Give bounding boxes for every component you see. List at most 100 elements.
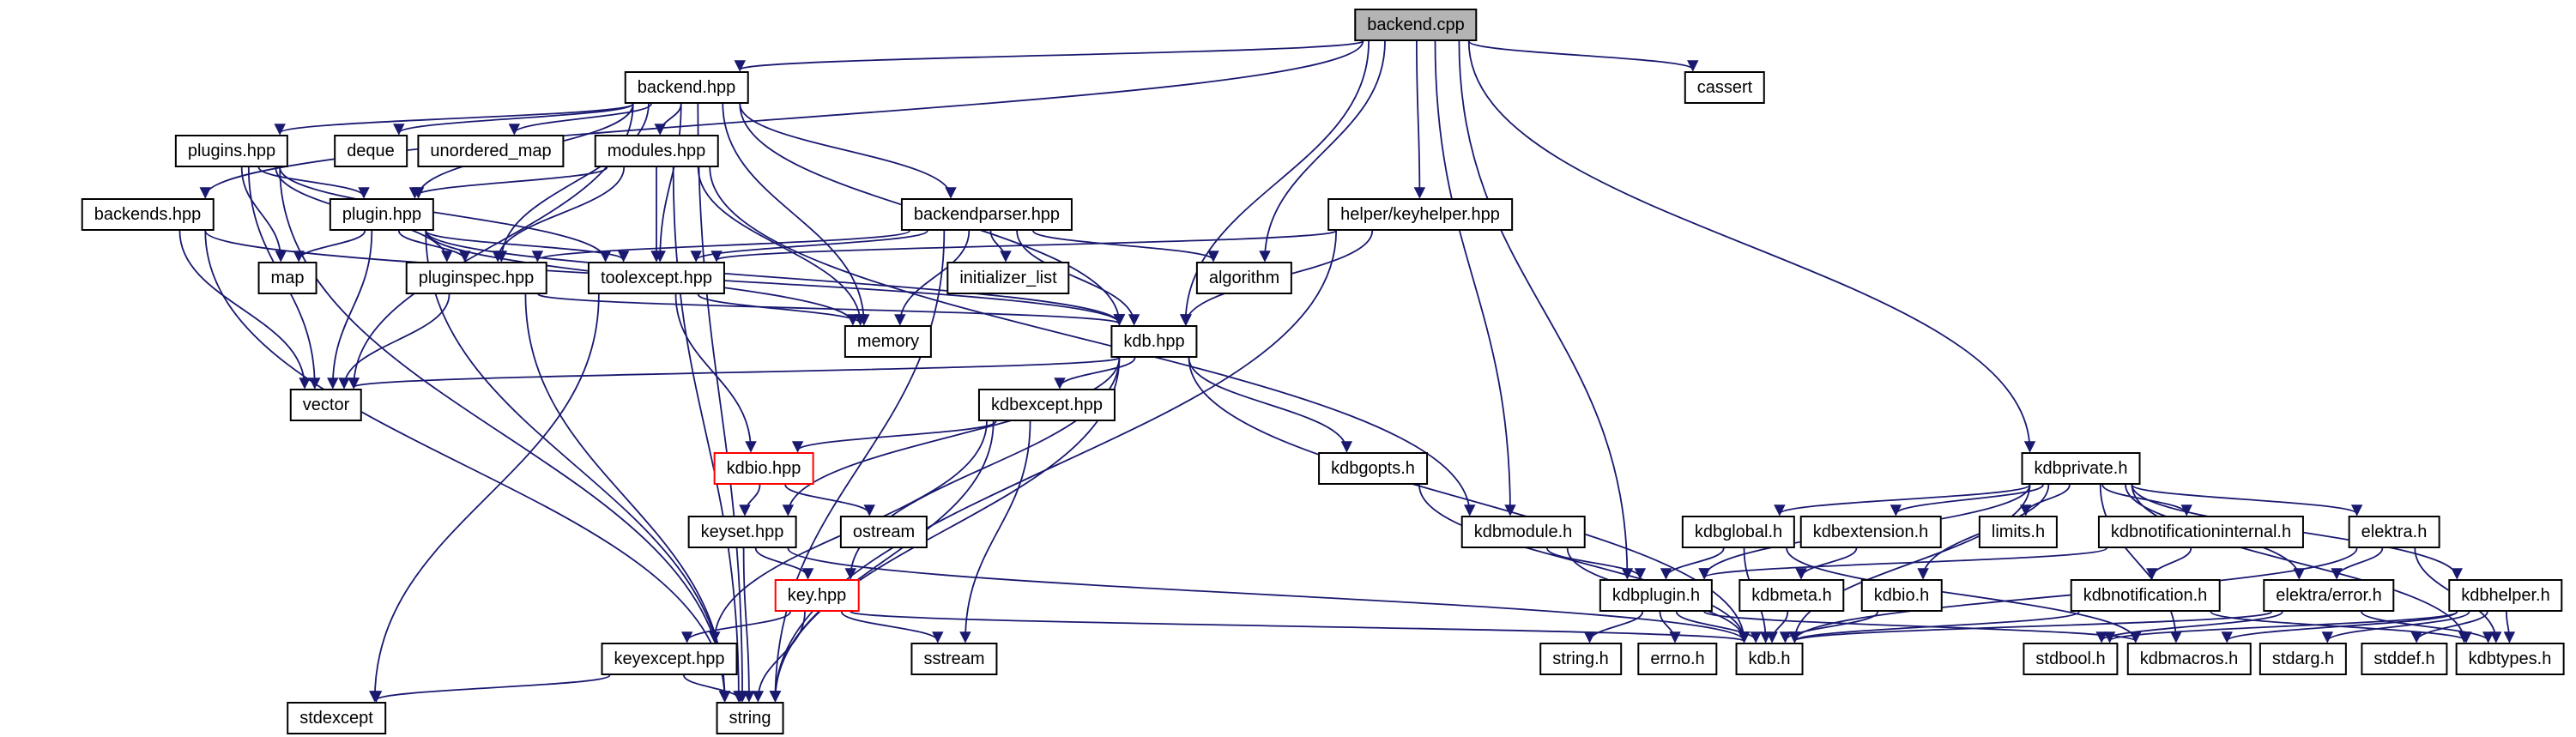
graph-node-keyexcept-hpp[interactable]: keyexcept.hpp — [601, 643, 738, 675]
edge-kdbhelper_h-to-stddef_h — [2410, 611, 2488, 643]
graph-node-helper-keyhelper-hpp[interactable]: helper/keyhelper.hpp — [1327, 198, 1513, 231]
graph-node-backend-cpp: backend.cpp — [1354, 9, 1478, 41]
edge-modules_hpp-to-pluginspec_hpp — [492, 166, 626, 263]
graph-node-backendparser-hpp[interactable]: backendparser.hpp — [900, 198, 1073, 231]
graph-node-kdbprivate-h[interactable]: kdbprivate.h — [2021, 452, 2141, 485]
edge-kdb_hpp-to-keyset_hpp — [782, 357, 1121, 517]
graph-node-elektra-error-h[interactable]: elektra/error.h — [2263, 579, 2395, 612]
graph-node-sstream: sstream — [910, 643, 998, 675]
graph-node-kdbtypes-h[interactable]: kdbtypes.h — [2455, 643, 2565, 675]
graph-node-plugin-hpp[interactable]: plugin.hpp — [329, 198, 435, 231]
edge-kdbglobal_h-to-kdbmacros_h — [1786, 547, 2142, 643]
edge-kdbplugin_h-to-kdbmacros_h — [1703, 611, 2142, 643]
graph-node-pluginspec-hpp[interactable]: pluginspec.hpp — [405, 262, 547, 294]
graph-node-kdbexcept-hpp[interactable]: kdbexcept.hpp — [977, 389, 1116, 421]
edge-kdbprivate_h-to-kdbtypes_h — [2131, 484, 2470, 643]
graph-node-kdbmeta-h[interactable]: kdbmeta.h — [1738, 579, 1845, 612]
edge-modules_hpp-to-plugin_hpp — [408, 166, 608, 199]
edge-keyhelper_hpp-to-string — [769, 230, 1338, 703]
edge-elektra_error_h-to-kdbtypes_h — [2361, 611, 2494, 643]
edge-kdbprivate_h-to-kdbglobal_h — [1774, 484, 2031, 517]
graph-node-kdbmodule-h[interactable]: kdbmodule.h — [1460, 516, 1586, 548]
edge-pluginspec_hpp-to-string — [524, 293, 731, 703]
edge-toolexcept_hpp-to-stdexcept — [369, 293, 600, 703]
edge-kdbprivate_h-to-kdbmacros_h — [2099, 484, 2182, 643]
edge-kdbprivate_h-to-elektra_h — [2131, 484, 2363, 517]
edge-backend_hpp-to-pluginspec_hpp — [495, 103, 650, 263]
edge-backend_cpp-to-kdbmodule_h — [1434, 40, 1516, 517]
graph-node-elektra-h[interactable]: elektra.h — [2348, 516, 2440, 548]
graph-node-kdbio-h[interactable]: kdbio.h — [1860, 579, 1943, 612]
edge-kdbexcept_hpp-to-kdbio_hpp — [792, 420, 997, 453]
graph-node-memory: memory — [844, 325, 933, 358]
edge-kdbexcept_hpp-to-string — [769, 420, 995, 703]
graph-node-string: string — [716, 702, 784, 734]
edge-key_hpp-to-string — [752, 611, 806, 703]
edge-kdbhelper_h-to-stdbool_h — [2104, 611, 2458, 643]
edge-kdbgopts_h-to-kdb_h — [1418, 484, 1751, 643]
edge-backend_cpp-to-cassert — [1467, 40, 1699, 72]
edge-kdb_hpp-to-kdbexcept_hpp — [1054, 357, 1136, 390]
graph-node-key-hpp[interactable]: key.hpp — [774, 579, 860, 612]
edge-key_hpp-to-keyexcept_hpp — [680, 611, 791, 643]
edge-kdb_hpp-to-kdbgopts_h — [1188, 357, 1353, 453]
edge-plugin_hpp-to-string — [425, 230, 731, 703]
graph-node-kdbio-hpp[interactable]: kdbio.hpp — [713, 452, 814, 485]
graph-node-initializer-list: initializer_list — [946, 262, 1070, 294]
graph-node-stdarg-h: stdarg.h — [2259, 643, 2348, 675]
graph-node-plugins-hpp[interactable]: plugins.hpp — [174, 135, 289, 167]
edge-kdbnotification_h-to-kdb_h — [1788, 611, 2080, 643]
edge-backendparser_hpp-to-pluginspec_hpp — [531, 230, 910, 263]
edge-kdbprivate_h-to-limits_h — [2020, 484, 2071, 517]
edge-keyset_hpp-to-kdb_h — [787, 547, 1751, 643]
graph-node-kdbmacros-h[interactable]: kdbmacros.h — [2126, 643, 2252, 675]
edge-backend_hpp-to-plugins_hpp — [274, 103, 634, 136]
edge-backend_hpp-to-string — [697, 103, 748, 703]
edge-backendparser_hpp-to-toolexcept_hpp — [690, 230, 928, 263]
graph-node-kdbhelper-h[interactable]: kdbhelper.h — [2448, 579, 2563, 612]
graph-node-stdexcept: stdexcept — [287, 702, 386, 734]
edge-kdb_hpp-to-vector — [348, 357, 1121, 390]
graph-node-stdbool-h: stdbool.h — [2023, 643, 2119, 675]
edge-kdbmeta_h-to-kdb_h — [1766, 611, 1789, 643]
graph-node-errno-h: errno.h — [1637, 643, 1718, 675]
graph-node-backend-hpp[interactable]: backend.hpp — [624, 71, 749, 104]
graph-node-kdbgopts-h[interactable]: kdbgopts.h — [1318, 452, 1428, 485]
edge-kdbexcept_hpp-to-sstream — [959, 420, 1031, 643]
graph-node-kdbglobal-h[interactable]: kdbglobal.h — [1681, 516, 1796, 548]
edge-kdbnotificationinternal_h-to-kdbplugin_h — [1698, 547, 2107, 580]
graph-node-kdbextension-h[interactable]: kdbextension.h — [1799, 516, 1942, 548]
graph-node-deque: deque — [334, 135, 408, 167]
graph-node-kdbnotification-h[interactable]: kdbnotification.h — [2070, 579, 2221, 612]
edge-backend_cpp-to-keyhelper_hpp — [1413, 40, 1426, 199]
edge-backend_hpp-to-backendparser_hpp — [739, 103, 957, 199]
edge-elektra_error_h-to-kdb_h — [1789, 611, 2273, 643]
edge-modules_hpp-to-kdbmodule_h — [709, 166, 1476, 517]
graph-node-kdb-hpp[interactable]: kdb.hpp — [1110, 325, 1198, 358]
edge-toolexcept_hpp-to-memory — [697, 293, 867, 326]
edge-kdbmodule_h-to-kdbplugin_h — [1546, 547, 1647, 580]
edge-keyset_hpp-to-string — [742, 547, 755, 703]
graph-node-kdb-h[interactable]: kdb.h — [1735, 643, 1804, 675]
edge-backendparser_hpp-to-algorithm — [1032, 230, 1219, 263]
edge-elektra_h-to-elektra_error_h — [2331, 547, 2384, 580]
edge-plugin_hpp-to-map — [293, 230, 366, 263]
graph-node-string-h: string.h — [1539, 643, 1622, 675]
graph-node-toolexcept-hpp[interactable]: toolexcept.hpp — [587, 262, 726, 294]
graph-node-kdbplugin-h[interactable]: kdbplugin.h — [1599, 579, 1714, 612]
graph-node-backends-hpp[interactable]: backends.hpp — [81, 198, 215, 231]
graph-node-kdbnotificationinternal-h[interactable]: kdbnotificationinternal.h — [2097, 516, 2305, 548]
graph-node-algorithm: algorithm — [1195, 262, 1293, 294]
graph-node-ostream: ostream — [839, 516, 928, 548]
edge-backendparser_hpp-to-memory — [894, 230, 971, 326]
edge-kdbhelper_h-to-kdbtypes_h — [2503, 611, 2516, 643]
edge-kdbio_hpp-to-keyset_hpp — [739, 484, 761, 517]
edge-backends_hpp-to-string — [204, 230, 731, 703]
edge-backend_hpp-to-toolexcept_hpp — [654, 103, 682, 263]
edge-modules_hpp-to-memory — [697, 166, 867, 326]
edge-keyhelper_hpp-to-toolexcept_hpp — [711, 230, 1338, 263]
graph-node-modules-hpp[interactable]: modules.hpp — [594, 135, 719, 167]
graph-node-keyset-hpp[interactable]: keyset.hpp — [687, 516, 797, 548]
edge-kdbhelper_h-to-kdbmacros_h — [2221, 611, 2458, 643]
